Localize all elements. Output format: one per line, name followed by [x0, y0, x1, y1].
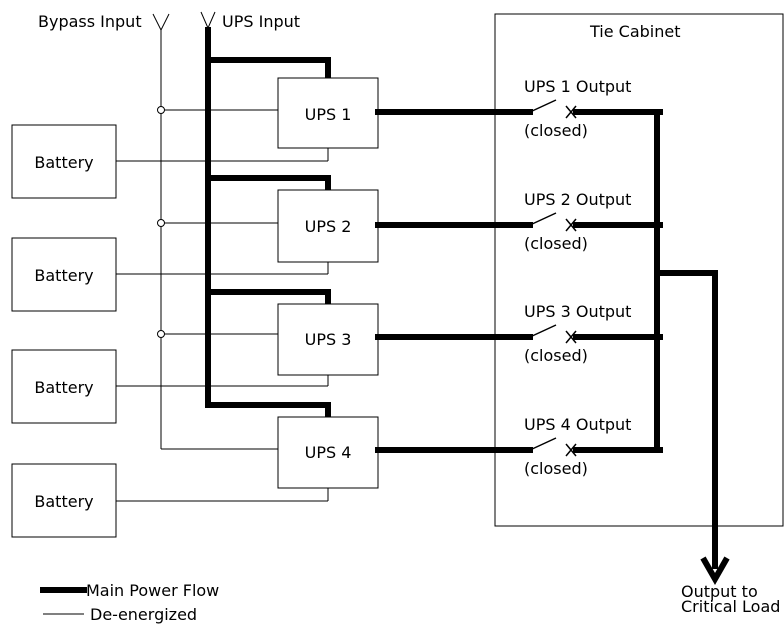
legend-main-power-flow: Main Power Flow	[86, 581, 219, 600]
ups-input-label: UPS Input	[222, 12, 300, 31]
battery-1-label: Battery	[34, 153, 93, 172]
tie-cabinet-box	[494, 13, 784, 527]
battery-4: Battery	[11, 463, 117, 538]
ups-3-box: UPS 3	[277, 303, 379, 376]
breaker-1-state: (closed)	[524, 121, 588, 140]
output-bus	[654, 109, 718, 569]
breaker-2-symbol	[524, 212, 663, 232]
breaker-1-label: UPS 1 Output	[524, 77, 631, 96]
ups-2-box: UPS 2	[277, 189, 379, 263]
legend-de-energized: De-energized	[90, 605, 197, 624]
output-arrow-icon	[700, 556, 730, 586]
bypass-feeds	[157, 106, 278, 338]
breaker-3-state: (closed)	[524, 346, 588, 365]
ups-1-label: UPS 1	[305, 105, 352, 124]
breaker-3-label: UPS 3 Output	[524, 302, 631, 321]
battery-wiring	[116, 148, 329, 502]
ups-output-lines	[375, 109, 530, 453]
breaker-3-symbol	[524, 324, 663, 344]
breaker-4-label: UPS 4 Output	[524, 415, 631, 434]
battery-3: Battery	[11, 349, 117, 424]
breaker-4-state: (closed)	[524, 459, 588, 478]
bypass-input-label: Bypass Input	[38, 12, 142, 31]
battery-1: Battery	[11, 124, 117, 199]
tie-cabinet-title: Tie Cabinet	[589, 22, 681, 41]
ups-2-label: UPS 2	[305, 217, 352, 236]
ups-3-label: UPS 3	[305, 330, 352, 349]
ups-4-box: UPS 4	[277, 416, 379, 489]
battery-3-label: Battery	[34, 378, 93, 397]
ups-input-bus	[205, 27, 331, 420]
breaker-1-symbol	[524, 99, 663, 119]
breaker-2-state: (closed)	[524, 234, 588, 253]
output-label-line2: Critical Load	[681, 597, 780, 616]
ups-4-label: UPS 4	[305, 443, 352, 462]
battery-4-label: Battery	[34, 492, 93, 511]
battery-2-label: Battery	[34, 266, 93, 285]
breaker-4-symbol	[524, 437, 663, 457]
bypass-input-symbol	[152, 13, 170, 31]
breaker-2-label: UPS 2 Output	[524, 190, 631, 209]
output-label-line1: Output to	[681, 582, 758, 601]
battery-2: Battery	[11, 237, 117, 312]
legend: Main Power Flow De-energized	[40, 581, 219, 624]
ups-1-box: UPS 1	[277, 77, 379, 149]
ups-input-symbol	[200, 11, 216, 29]
